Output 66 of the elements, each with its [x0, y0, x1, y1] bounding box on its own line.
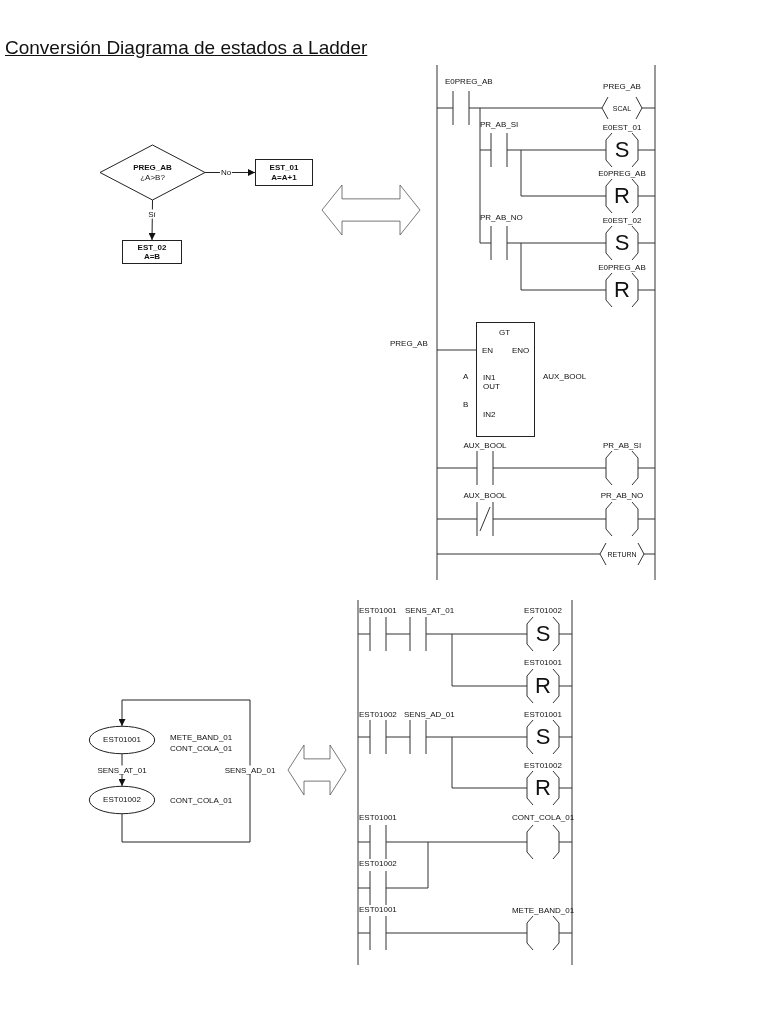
coil-type-letter: S: [535, 726, 551, 748]
process-box: [255, 159, 313, 186]
variable-label: A: [463, 373, 469, 381]
variable-label: EST01001: [359, 607, 397, 615]
coil-type-letter: S: [535, 623, 551, 645]
process-text: EST_02: [137, 242, 167, 252]
variable-label: EST01001: [359, 814, 397, 822]
decision-diamond: [100, 145, 205, 200]
state-action: METE_BAND_01: [170, 733, 233, 742]
variable-label: EST01002: [524, 762, 562, 770]
process-text: EST_01: [269, 163, 299, 173]
pin-label: IN1 OUT: [483, 373, 501, 392]
state-name: EST01001: [103, 735, 141, 745]
title: Conversión Diagrama de estados a Ladder: [5, 37, 368, 59]
variable-label: PREG_AB: [390, 340, 428, 348]
decision-text: ¿A>B?: [140, 172, 165, 182]
coil-type-letter: R: [535, 675, 551, 697]
edge-label: No: [219, 167, 233, 177]
variable-label: EST01001: [524, 711, 562, 719]
pin-label: ENO: [512, 346, 531, 356]
variable-label: METE_BAND_01: [511, 907, 575, 915]
variable-label: B: [463, 401, 469, 409]
variable-label: SENS_AD_01: [404, 711, 455, 719]
process-text: A=B: [143, 252, 161, 262]
pin-label: IN2: [483, 410, 497, 420]
function-block: [476, 322, 535, 437]
variable-label: PR_AB_NO: [480, 214, 523, 222]
variable-label: EST01002: [359, 711, 397, 719]
edge-label: SENS_AT_01: [96, 765, 148, 775]
variable-label: E0EST_01: [602, 124, 642, 132]
arrow: [118, 699, 251, 843]
edge-label: SENS_AD_01: [223, 765, 277, 775]
variable-label: EST01001: [524, 659, 562, 667]
variable-label: PR_AB_SI: [480, 121, 519, 129]
variable-label: E0PREG_AB: [598, 264, 646, 272]
state-name: EST01002: [103, 795, 141, 805]
variable-label: SENS_AT_01: [405, 607, 455, 615]
state-ellipse: [89, 786, 155, 814]
coil-type-letter: S: [614, 232, 630, 254]
arrow: [148, 199, 156, 241]
state-ellipse: [89, 726, 155, 754]
variable-label: CONT_COLA_01: [511, 814, 575, 822]
variable-label: PR_AB_SI: [602, 442, 642, 450]
coil-type-letter: R: [614, 185, 630, 207]
coil-type-letter: R: [535, 777, 551, 799]
variable-label: EST01001: [359, 906, 397, 914]
state-action: CONT_COLA_01: [170, 796, 233, 805]
block-name: GT: [499, 328, 512, 338]
state-action: CONT_COLA_01: [170, 744, 233, 753]
variable-label: E0PREG_AB: [445, 78, 493, 86]
process-box: [122, 240, 182, 264]
variable-label: PR_AB_NO: [600, 492, 644, 500]
variable-label: E0PREG_AB: [598, 170, 646, 178]
edge-label: Sí: [147, 209, 157, 219]
process-text: A=A+1: [271, 172, 297, 182]
variable-label: AUX_BOOL: [543, 373, 587, 381]
variable-label: E0EST_02: [602, 217, 642, 225]
coil-type-letter: R: [614, 279, 630, 301]
variable-label: AUX_BOOL: [463, 492, 507, 500]
coil-type-letter: S: [614, 139, 630, 161]
variable-label: PREG_AB: [603, 83, 641, 91]
decision-text: PREG_AB: [133, 163, 172, 173]
variable-label: EST01002: [524, 607, 562, 615]
variable-label: AUX_BOOL: [463, 442, 507, 450]
variable-label: EST01002: [359, 860, 397, 868]
pin-label: EN: [482, 346, 495, 356]
